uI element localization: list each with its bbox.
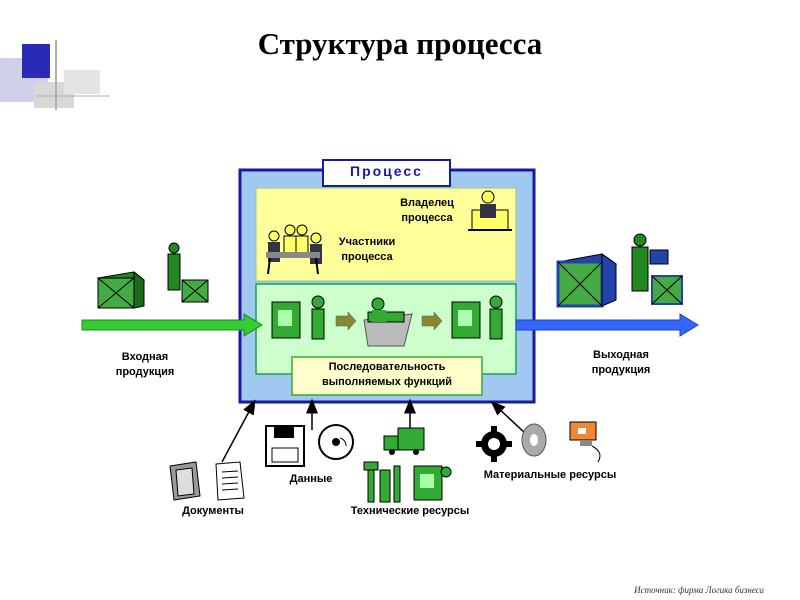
material-arrow — [490, 400, 527, 435]
function-1-icon — [271, 295, 325, 340]
truck-icon — [383, 427, 425, 455]
process-header: Процесс — [350, 163, 423, 179]
disc-icon — [318, 424, 354, 460]
process-header-tab — [322, 159, 451, 187]
data-label: Данные — [289, 473, 333, 485]
material-label: Материальные ресурсы — [483, 469, 617, 481]
input-label: Входная продукция — [115, 351, 175, 378]
owner-icon — [468, 190, 512, 231]
function-3-icon — [451, 295, 503, 340]
machine-icon — [413, 465, 452, 501]
floppy-icon — [265, 425, 305, 467]
gear-icon — [476, 426, 512, 462]
owner-label: Владелец процесса — [400, 197, 454, 224]
technical-label: Технические ресурсы — [350, 505, 470, 517]
input-worker-icon — [167, 242, 209, 303]
slide-title: Структура процесса — [257, 26, 543, 61]
function-2-icon — [363, 297, 413, 347]
output-label: Выходная продукция — [591, 349, 651, 376]
corner-decoration — [0, 40, 110, 110]
source-note: Источник: фирма Логика бизнеса — [634, 585, 764, 595]
input-box-icon — [96, 270, 146, 309]
sequence-label-box — [291, 356, 483, 396]
sequence-label: Последовательность выполняемых функций — [321, 361, 452, 388]
participants-icon — [266, 224, 322, 275]
flow-arrow-2 — [421, 311, 443, 331]
documents-arrow — [221, 399, 256, 463]
output-worker-icon — [631, 233, 683, 305]
output-box-icon — [556, 253, 618, 308]
input-arrow — [81, 313, 263, 337]
reel-icon — [521, 423, 547, 457]
documents-label: Документы — [182, 505, 244, 517]
participants-label: Участники процесса — [338, 236, 396, 263]
flow-arrow-1 — [335, 311, 357, 331]
spray-icon — [569, 421, 601, 463]
documents-icon — [169, 461, 245, 501]
output-arrow — [515, 313, 699, 337]
tools-icon — [363, 461, 401, 503]
